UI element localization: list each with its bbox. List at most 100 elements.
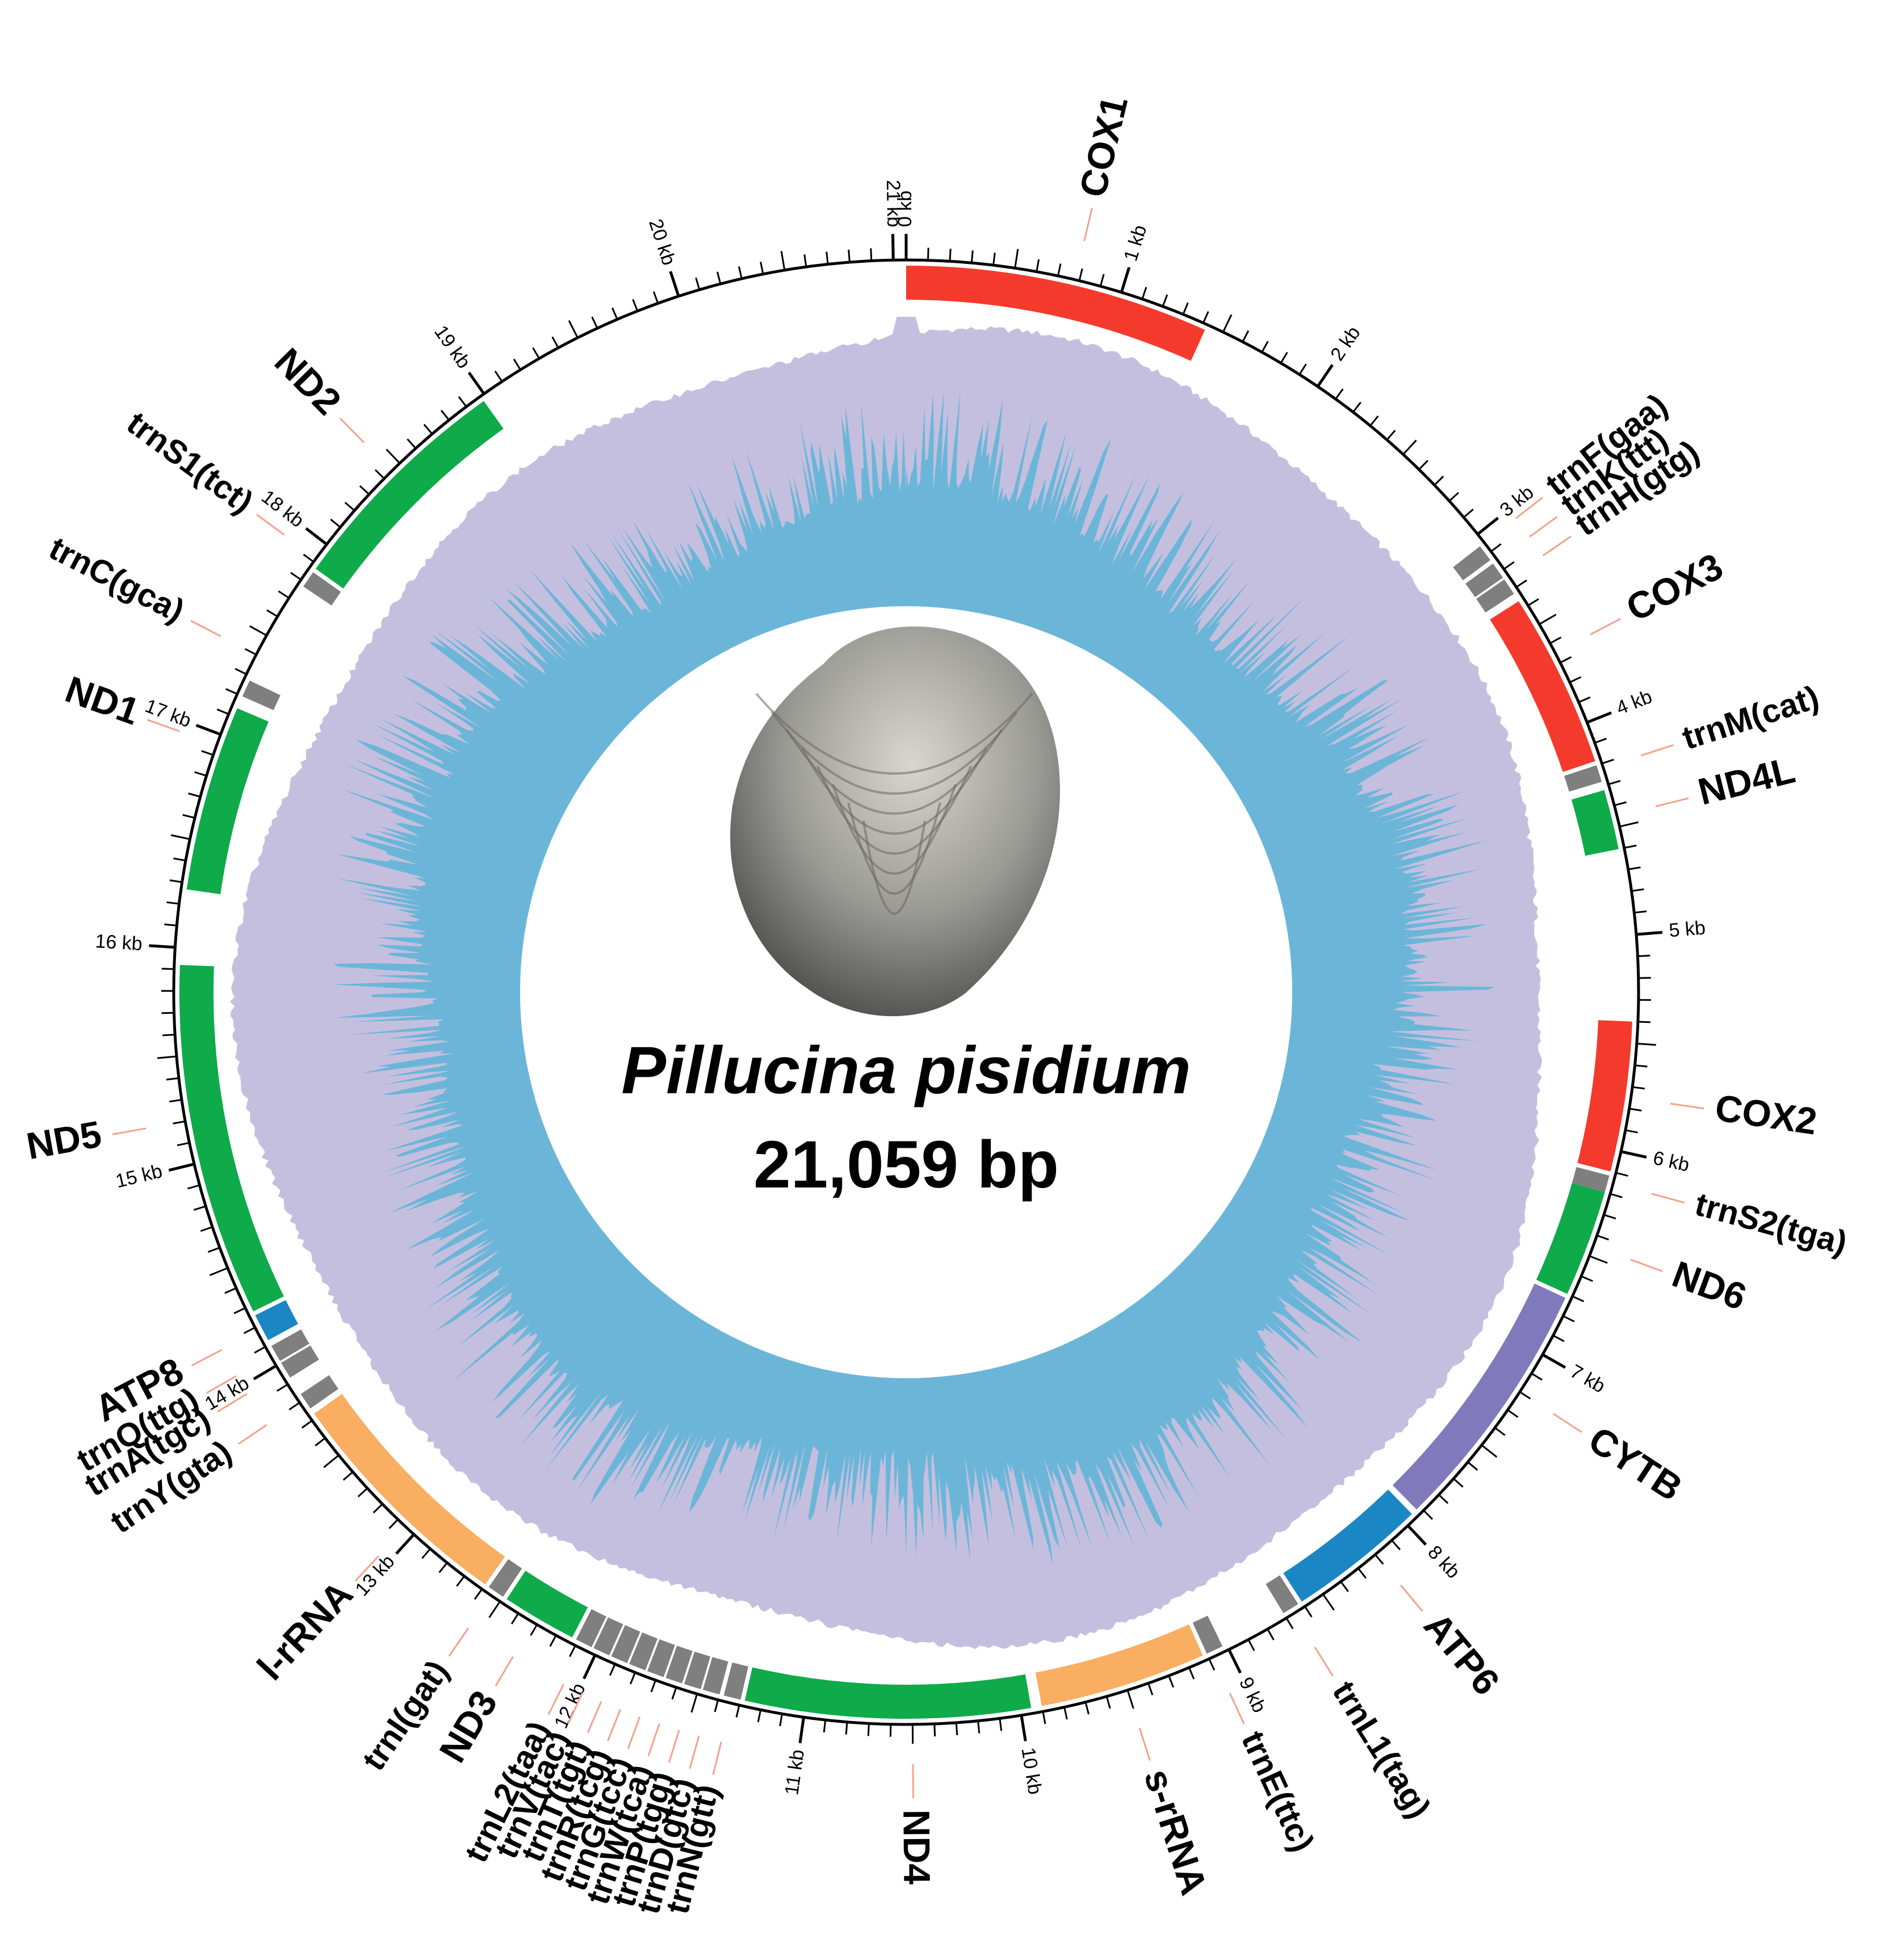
label-leader — [1315, 1647, 1333, 1676]
scale-tick — [210, 1268, 227, 1275]
scale-tick — [1323, 1594, 1334, 1610]
gene-label: ND3 — [431, 1684, 505, 1769]
gene-block-trnc-gca- — [242, 681, 280, 710]
tick-label: 12 kb — [550, 1680, 590, 1731]
scale-tick — [1281, 352, 1287, 363]
scale-tick — [871, 248, 872, 261]
scale-tick — [1632, 889, 1644, 891]
scale-tick — [459, 397, 466, 407]
label-leader — [1140, 1728, 1150, 1760]
tick-label: 8 kb — [1423, 1542, 1464, 1583]
scale-tick — [1621, 1152, 1647, 1157]
label-leader — [496, 1657, 513, 1686]
label-leader — [713, 1741, 721, 1774]
scale-tick — [1531, 1374, 1542, 1380]
scale-tick — [1570, 677, 1581, 682]
scale-tick — [1107, 1697, 1110, 1709]
scale-tick — [1608, 781, 1620, 784]
scale-tick — [1375, 1555, 1383, 1564]
tick-label: 11 kb — [781, 1748, 808, 1797]
scale-tick — [569, 321, 577, 338]
scale-tick — [1491, 544, 1501, 551]
scale-tick — [235, 669, 246, 674]
gene-label: ND1 — [60, 668, 145, 733]
scale-tick — [202, 751, 213, 755]
scale-tick — [1079, 268, 1082, 280]
label-leader — [628, 1717, 640, 1749]
scale-tick — [389, 1520, 398, 1529]
scale-tick — [469, 372, 484, 394]
scale-tick — [994, 253, 995, 265]
scale-tick — [254, 1366, 277, 1379]
tick-label: 4 kb — [1613, 686, 1655, 719]
scale-tick — [1468, 1462, 1477, 1470]
gene-label: trnI(gat) — [355, 1653, 456, 1777]
label-leader — [913, 1764, 914, 1798]
scale-tick — [1587, 713, 1611, 723]
scale-tick — [610, 1664, 615, 1676]
scale-tick — [1563, 1316, 1574, 1321]
scale-tick — [1387, 430, 1395, 440]
gene-label: trnE(ttc) — [1234, 1726, 1322, 1857]
scale-tick — [1287, 1618, 1293, 1629]
scale-tick — [1128, 1690, 1133, 1709]
scale-tick — [226, 689, 237, 694]
scale-tick — [1637, 1043, 1656, 1044]
scale-tick — [1163, 295, 1167, 307]
scale-tick — [1597, 1236, 1609, 1240]
scale-tick — [1305, 1606, 1312, 1617]
scale-tick — [1602, 759, 1614, 763]
gene-block-trnn-gtt- — [724, 1663, 748, 1699]
scale-tick — [1043, 1711, 1045, 1724]
scale-tick — [302, 1421, 312, 1428]
scale-tick — [1581, 1276, 1593, 1281]
label-leader — [1631, 1260, 1662, 1271]
scale-tick — [1392, 1541, 1400, 1550]
species-name: Pillucina pisidium — [621, 1033, 1191, 1108]
scale-tick — [177, 1143, 190, 1145]
scale-tick — [780, 1714, 782, 1726]
scale-tick — [1516, 580, 1527, 587]
label-leader — [1641, 745, 1673, 756]
label-leader — [191, 620, 221, 636]
scale-tick — [978, 1721, 979, 1734]
scale-tick — [315, 1438, 325, 1445]
scale-tick — [1616, 1173, 1628, 1176]
label-leader — [648, 1724, 659, 1756]
scale-tick — [1300, 364, 1306, 375]
scale-tick — [173, 1122, 186, 1124]
gene-label: l-rRNA — [249, 1573, 361, 1688]
scale-tick — [345, 502, 355, 510]
scale-tick — [196, 725, 221, 735]
scale-tick — [1573, 1296, 1584, 1302]
label-leader — [588, 1701, 601, 1732]
scale-tick — [441, 410, 449, 420]
label-leader — [1401, 1585, 1422, 1611]
label-leader — [1543, 536, 1571, 556]
scale-tick — [1482, 1445, 1497, 1457]
scale-tick — [475, 1589, 482, 1600]
scale-tick — [1189, 1668, 1193, 1679]
scale-tick — [1589, 1256, 1607, 1263]
scale-tick — [387, 450, 400, 464]
scale-tick — [1000, 1718, 1002, 1731]
gene-label: COX2 — [1712, 1086, 1820, 1143]
scale-tick — [717, 272, 720, 284]
scale-tick — [1464, 509, 1473, 517]
gene-label: ND4 — [895, 1810, 938, 1885]
scale-tick — [827, 252, 828, 265]
scale-tick — [1453, 1479, 1463, 1487]
shell-image — [730, 627, 1060, 1017]
scale-tick — [343, 1472, 353, 1480]
scale-tick — [173, 858, 186, 861]
tick-label: 5 kb — [1668, 917, 1706, 942]
scale-tick — [1243, 331, 1249, 342]
scale-tick — [225, 1288, 236, 1293]
label-leader — [449, 1628, 468, 1656]
scale-tick — [291, 573, 301, 580]
gene-label: ATP6 — [1416, 1605, 1508, 1703]
gene-label: ND6 — [1667, 1253, 1752, 1318]
scale-tick — [278, 591, 289, 598]
scale-tick — [651, 1680, 656, 1692]
